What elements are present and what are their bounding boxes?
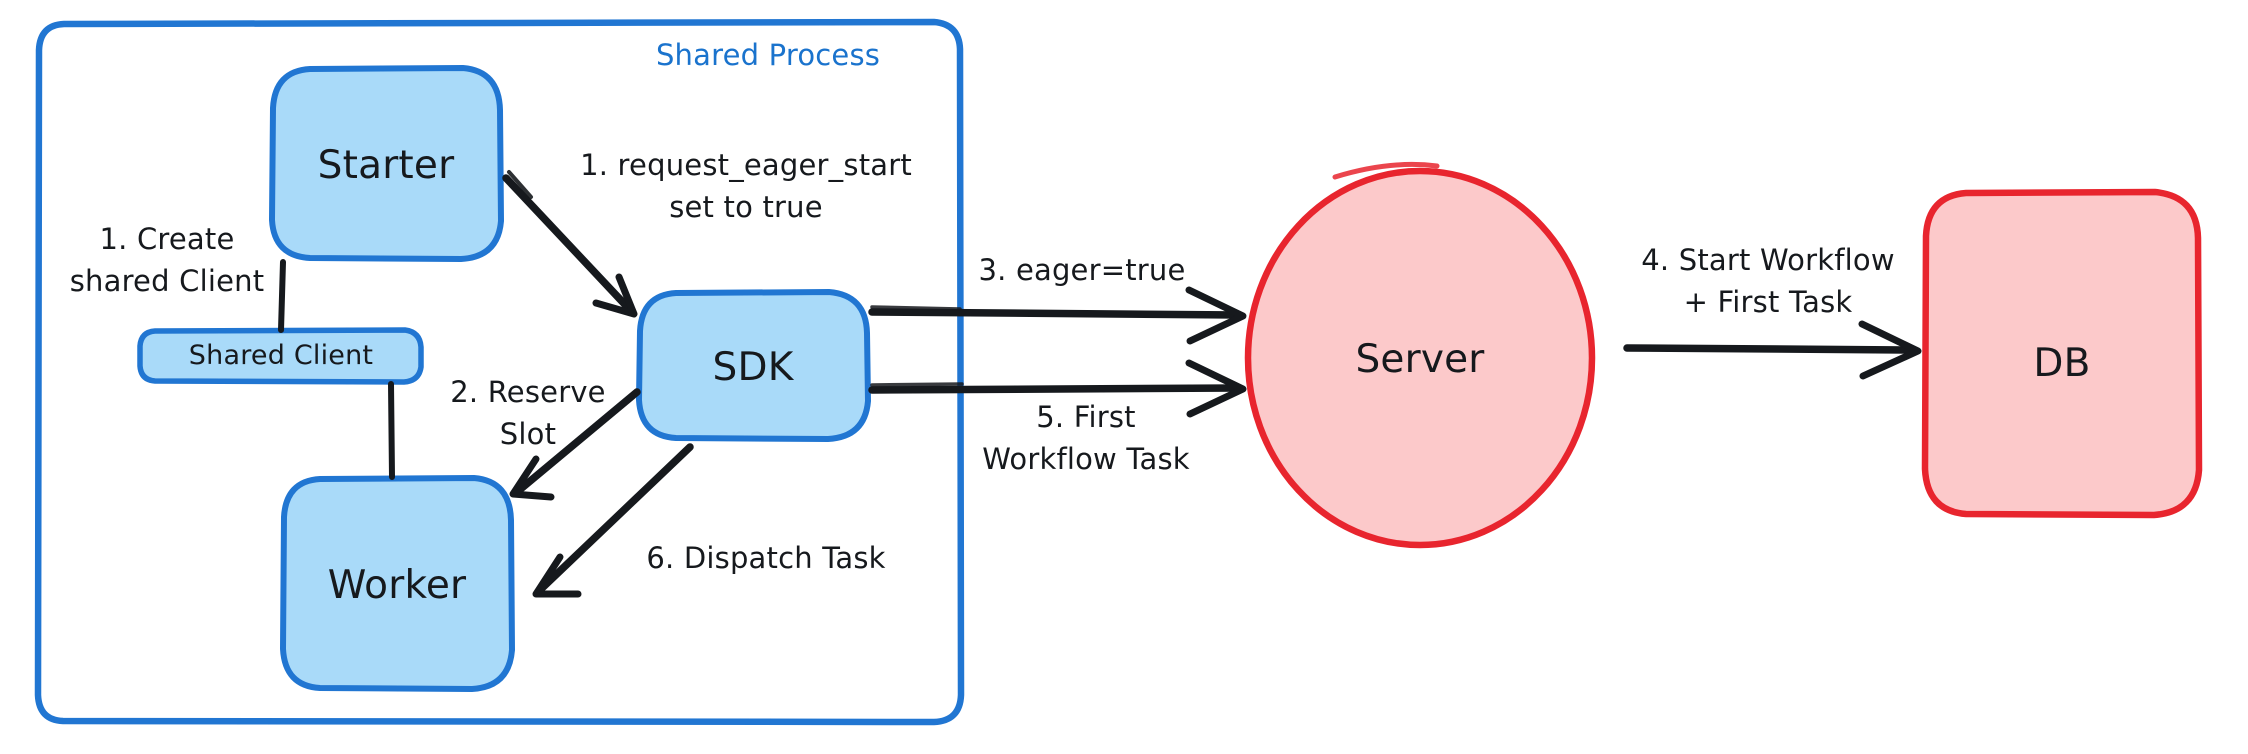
edge-label-request-eager-start-line2: set to true bbox=[669, 190, 823, 224]
edge-label-eager-true: 3. eager=true bbox=[978, 253, 1186, 287]
arrowhead bbox=[509, 455, 555, 501]
edge-label-start-workflow-line1: 4. Start Workflow bbox=[1641, 243, 1895, 277]
server-shape bbox=[1244, 167, 1596, 549]
edge-label-reserve-slot-line1: 2. Reserve bbox=[450, 375, 606, 409]
edge-shared-client-worker bbox=[388, 381, 395, 480]
edge-sketch-overstroke bbox=[870, 382, 964, 387]
edge-line bbox=[388, 381, 395, 480]
edge-line bbox=[502, 174, 636, 316]
edge-sketch-overstroke bbox=[870, 305, 962, 311]
node-label-worker: Worker bbox=[327, 563, 467, 608]
group-label-shared-process: Shared Process bbox=[655, 38, 881, 72]
db-shape bbox=[1921, 188, 2203, 519]
edge-line bbox=[278, 259, 286, 333]
edge-label-request-eager-start-line1: 1. request_eager_start bbox=[580, 148, 912, 182]
edge-sdk-worker-reserve bbox=[509, 388, 641, 501]
edge-label-start-workflow-line2: + First Task bbox=[1683, 285, 1853, 319]
edge-sdk-server-first-task bbox=[868, 359, 1247, 418]
starter-shape bbox=[269, 65, 504, 262]
edge-starter-shared-client bbox=[278, 259, 286, 333]
group-shared-process[interactable] bbox=[34, 18, 965, 726]
node-db[interactable] bbox=[1921, 188, 2203, 519]
edge-server-db bbox=[1623, 320, 1922, 380]
shared-client-shape bbox=[137, 327, 424, 385]
sdk-shape bbox=[636, 289, 871, 442]
node-label-sdk: SDK bbox=[712, 345, 794, 390]
node-sdk[interactable] bbox=[636, 289, 871, 442]
edge-label-dispatch-task: 6. Dispatch Task bbox=[646, 541, 886, 575]
edge-line bbox=[1623, 344, 1918, 354]
node-shared-client[interactable] bbox=[137, 327, 424, 385]
edge-sdk-worker-dispatch bbox=[532, 443, 694, 598]
worker-shape bbox=[280, 475, 515, 692]
node-label-starter: Starter bbox=[317, 143, 455, 188]
edge-label-create-shared-client-line1: 1. Create bbox=[99, 222, 235, 256]
edge-label-first-workflow-task-line2: Workflow Task bbox=[982, 442, 1190, 476]
node-server[interactable] bbox=[1244, 161, 1596, 549]
group-border bbox=[34, 18, 965, 726]
node-label-server: Server bbox=[1355, 337, 1485, 382]
edge-starter-sdk bbox=[502, 170, 638, 318]
node-label-db: DB bbox=[2033, 341, 2091, 386]
node-label-shared-client: Shared Client bbox=[188, 340, 374, 371]
edge-label-first-workflow-task-line1: 5. First bbox=[1036, 400, 1136, 434]
arrowhead bbox=[1185, 359, 1247, 418]
edge-sketch-overstroke bbox=[507, 170, 533, 199]
edge-line bbox=[536, 443, 694, 594]
edge-label-reserve-slot-line2: Slot bbox=[499, 417, 557, 451]
node-worker[interactable] bbox=[280, 475, 515, 692]
node-starter[interactable] bbox=[269, 65, 504, 262]
edge-line bbox=[513, 388, 641, 496]
server-sketch-overstroke bbox=[1332, 161, 1440, 180]
edge-sdk-server-eager bbox=[868, 286, 1247, 345]
arrowhead bbox=[1858, 320, 1922, 380]
arrowhead bbox=[592, 273, 638, 318]
arrowhead bbox=[1185, 286, 1247, 345]
edge-line bbox=[868, 384, 1243, 394]
arrowhead bbox=[532, 553, 582, 598]
edge-label-create-shared-client-line2: shared Client bbox=[69, 264, 265, 298]
edge-line bbox=[868, 308, 1243, 319]
